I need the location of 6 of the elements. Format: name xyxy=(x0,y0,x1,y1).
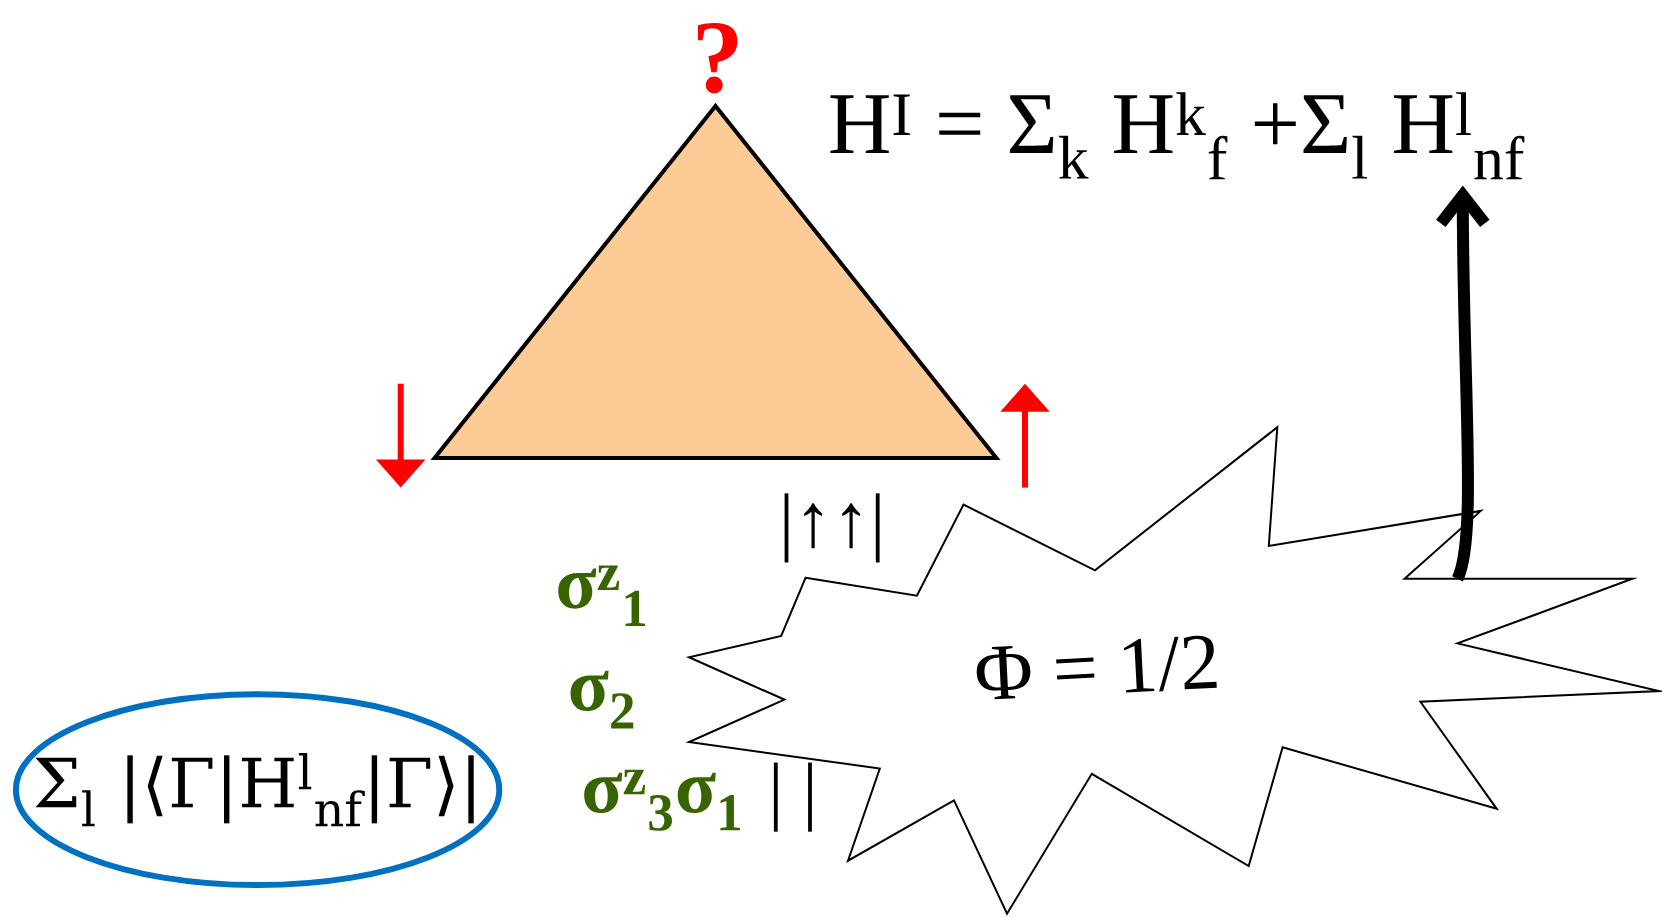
ket-text: |↑↑| xyxy=(784,493,880,563)
sigma-text: σ$^{z}$1 xyxy=(558,565,646,626)
question-mark: ? xyxy=(697,23,738,94)
bar-text: | | xyxy=(773,762,812,832)
sigma-text: σ$_{2}$ xyxy=(570,670,634,729)
formula: H$^{I}$ = Σ$_{k}$ H$^{k}$$_{f}$ +Σ$_{l}$ H$^{l}$nf xyxy=(830,92,1525,180)
